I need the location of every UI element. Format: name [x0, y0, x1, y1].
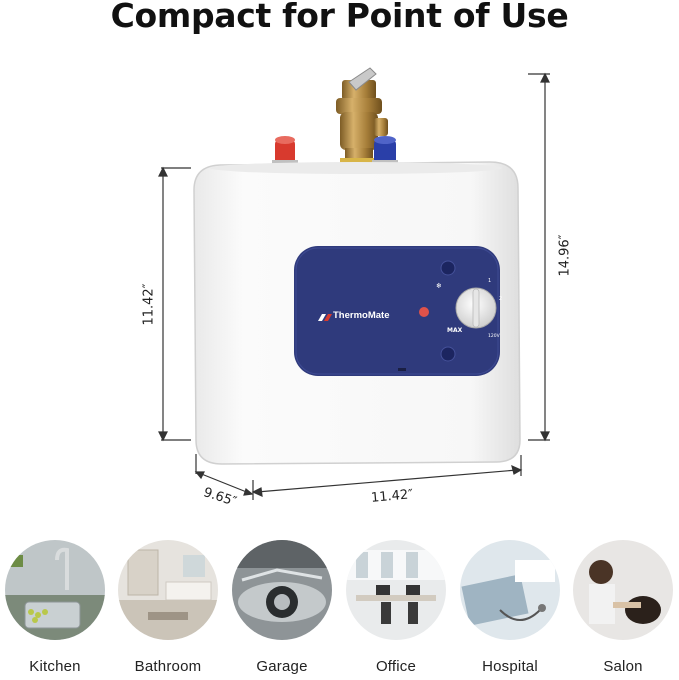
- dimension-line-left: [158, 166, 191, 442]
- use-case-label: Kitchen: [29, 658, 81, 675]
- bathroom-photo: [118, 540, 218, 640]
- svg-text:1: 1: [488, 278, 491, 284]
- use-case-label: Hospital: [482, 658, 538, 675]
- use-case-hospital: Hospital: [455, 540, 565, 675]
- svg-text:2: 2: [499, 296, 502, 302]
- hospital-photo: [460, 540, 560, 640]
- svg-text:❄: ❄: [436, 282, 442, 290]
- dial-max-label: MAX: [447, 327, 463, 334]
- panel-vent: [398, 368, 406, 371]
- office-photo: [346, 540, 446, 640]
- dimension-line-right: [528, 72, 550, 442]
- control-panel: ❄ 2 1: [294, 246, 502, 376]
- brand-logo-text: ThermoMate: [333, 310, 390, 321]
- dimension-label-total-height: 14.96″: [557, 234, 573, 277]
- dimension-line-width: [251, 455, 523, 500]
- use-case-label: Office: [375, 658, 417, 675]
- use-case-salon: Salon: [568, 540, 678, 675]
- use-case-label: Salon: [603, 658, 643, 675]
- dimension-line-depth: [194, 454, 254, 496]
- water-heater-illustration: ❄ 2 1: [158, 67, 550, 500]
- dimension-label-body-height: 11.42″: [141, 283, 157, 326]
- use-case-garage: Garage: [227, 540, 337, 675]
- use-case-row: Kitchen Bathroom Garag: [0, 540, 679, 680]
- use-case-office: Office: [341, 540, 451, 675]
- page-title: Compact for Point of Use: [110, 0, 569, 35]
- salon-photo: [573, 540, 673, 640]
- kitchen-photo: [5, 540, 105, 640]
- garage-photo: [232, 540, 332, 640]
- use-case-bathroom: Bathroom: [113, 540, 223, 675]
- use-case-label: Bathroom: [134, 658, 202, 675]
- use-case-label: Garage: [256, 658, 308, 675]
- pressure-relief-valve: [336, 67, 388, 168]
- dial-voltage-label: 120V: [488, 334, 500, 339]
- use-case-kitchen: Kitchen: [0, 540, 110, 675]
